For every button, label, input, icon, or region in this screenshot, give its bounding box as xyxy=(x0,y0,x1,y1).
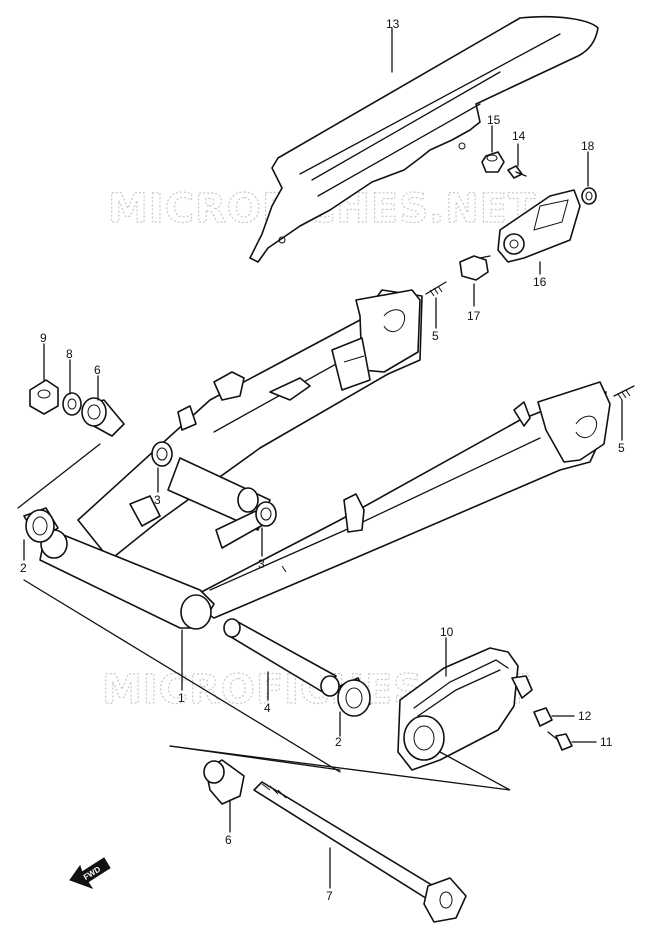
callout-18: 18 xyxy=(581,139,595,153)
callout-2b: 2 xyxy=(335,735,342,749)
collar-15 xyxy=(481,151,505,173)
stud-bolt-5b xyxy=(613,385,635,401)
nut-9 xyxy=(29,379,59,415)
swingarm-right-arm xyxy=(77,289,423,561)
callout-2a: 2 xyxy=(20,561,27,575)
callout-11: 11 xyxy=(600,735,613,749)
chain-adjuster-16 xyxy=(497,189,581,263)
bearing-2a xyxy=(23,507,59,543)
spacer-6-bottom xyxy=(203,759,245,805)
spacer-6-top xyxy=(81,397,125,437)
callout-15: 15 xyxy=(487,113,501,127)
bolt-14 xyxy=(507,165,527,179)
bearing-2b xyxy=(337,677,371,717)
leader-lines xyxy=(17,27,623,889)
collar-tube-4 xyxy=(223,618,340,697)
callout-6a: 6 xyxy=(94,363,101,377)
callout-16: 16 xyxy=(533,275,547,289)
callout-12: 12 xyxy=(578,709,592,723)
bolt-11 xyxy=(547,731,573,751)
callout-3b: 3 xyxy=(258,557,265,571)
needle-bearing-3b xyxy=(237,487,277,527)
callout-5a: 5 xyxy=(432,329,439,343)
washer-8 xyxy=(62,392,82,416)
callout-17: 17 xyxy=(467,309,481,323)
callout-6b: 6 xyxy=(225,833,232,847)
callout-13: 13 xyxy=(386,17,400,31)
spacer-12 xyxy=(533,707,553,727)
needle-bearing-3a xyxy=(151,441,173,467)
callout-3a: 3 xyxy=(154,493,161,507)
callout-14: 14 xyxy=(512,129,526,143)
callout-7: 7 xyxy=(326,889,333,903)
swingarm-pivot-tube xyxy=(39,457,271,630)
swingarm-left-arm xyxy=(185,381,611,619)
pivot-shaft-7 xyxy=(253,781,467,923)
circlip-18 xyxy=(581,187,597,205)
forward-arrow-icon: FWD xyxy=(69,857,111,889)
callout-1: 1 xyxy=(178,691,185,705)
callout-10: 10 xyxy=(440,625,454,639)
callout-8: 8 xyxy=(66,347,73,361)
stud-bolt-5a xyxy=(425,281,447,297)
chain-cover-13 xyxy=(249,15,599,263)
callout-4: 4 xyxy=(264,701,271,715)
adjuster-nut-17 xyxy=(459,255,491,281)
callout-9: 9 xyxy=(40,331,47,345)
callout-5b: 5 xyxy=(618,441,625,455)
chain-case-10 xyxy=(397,647,533,771)
